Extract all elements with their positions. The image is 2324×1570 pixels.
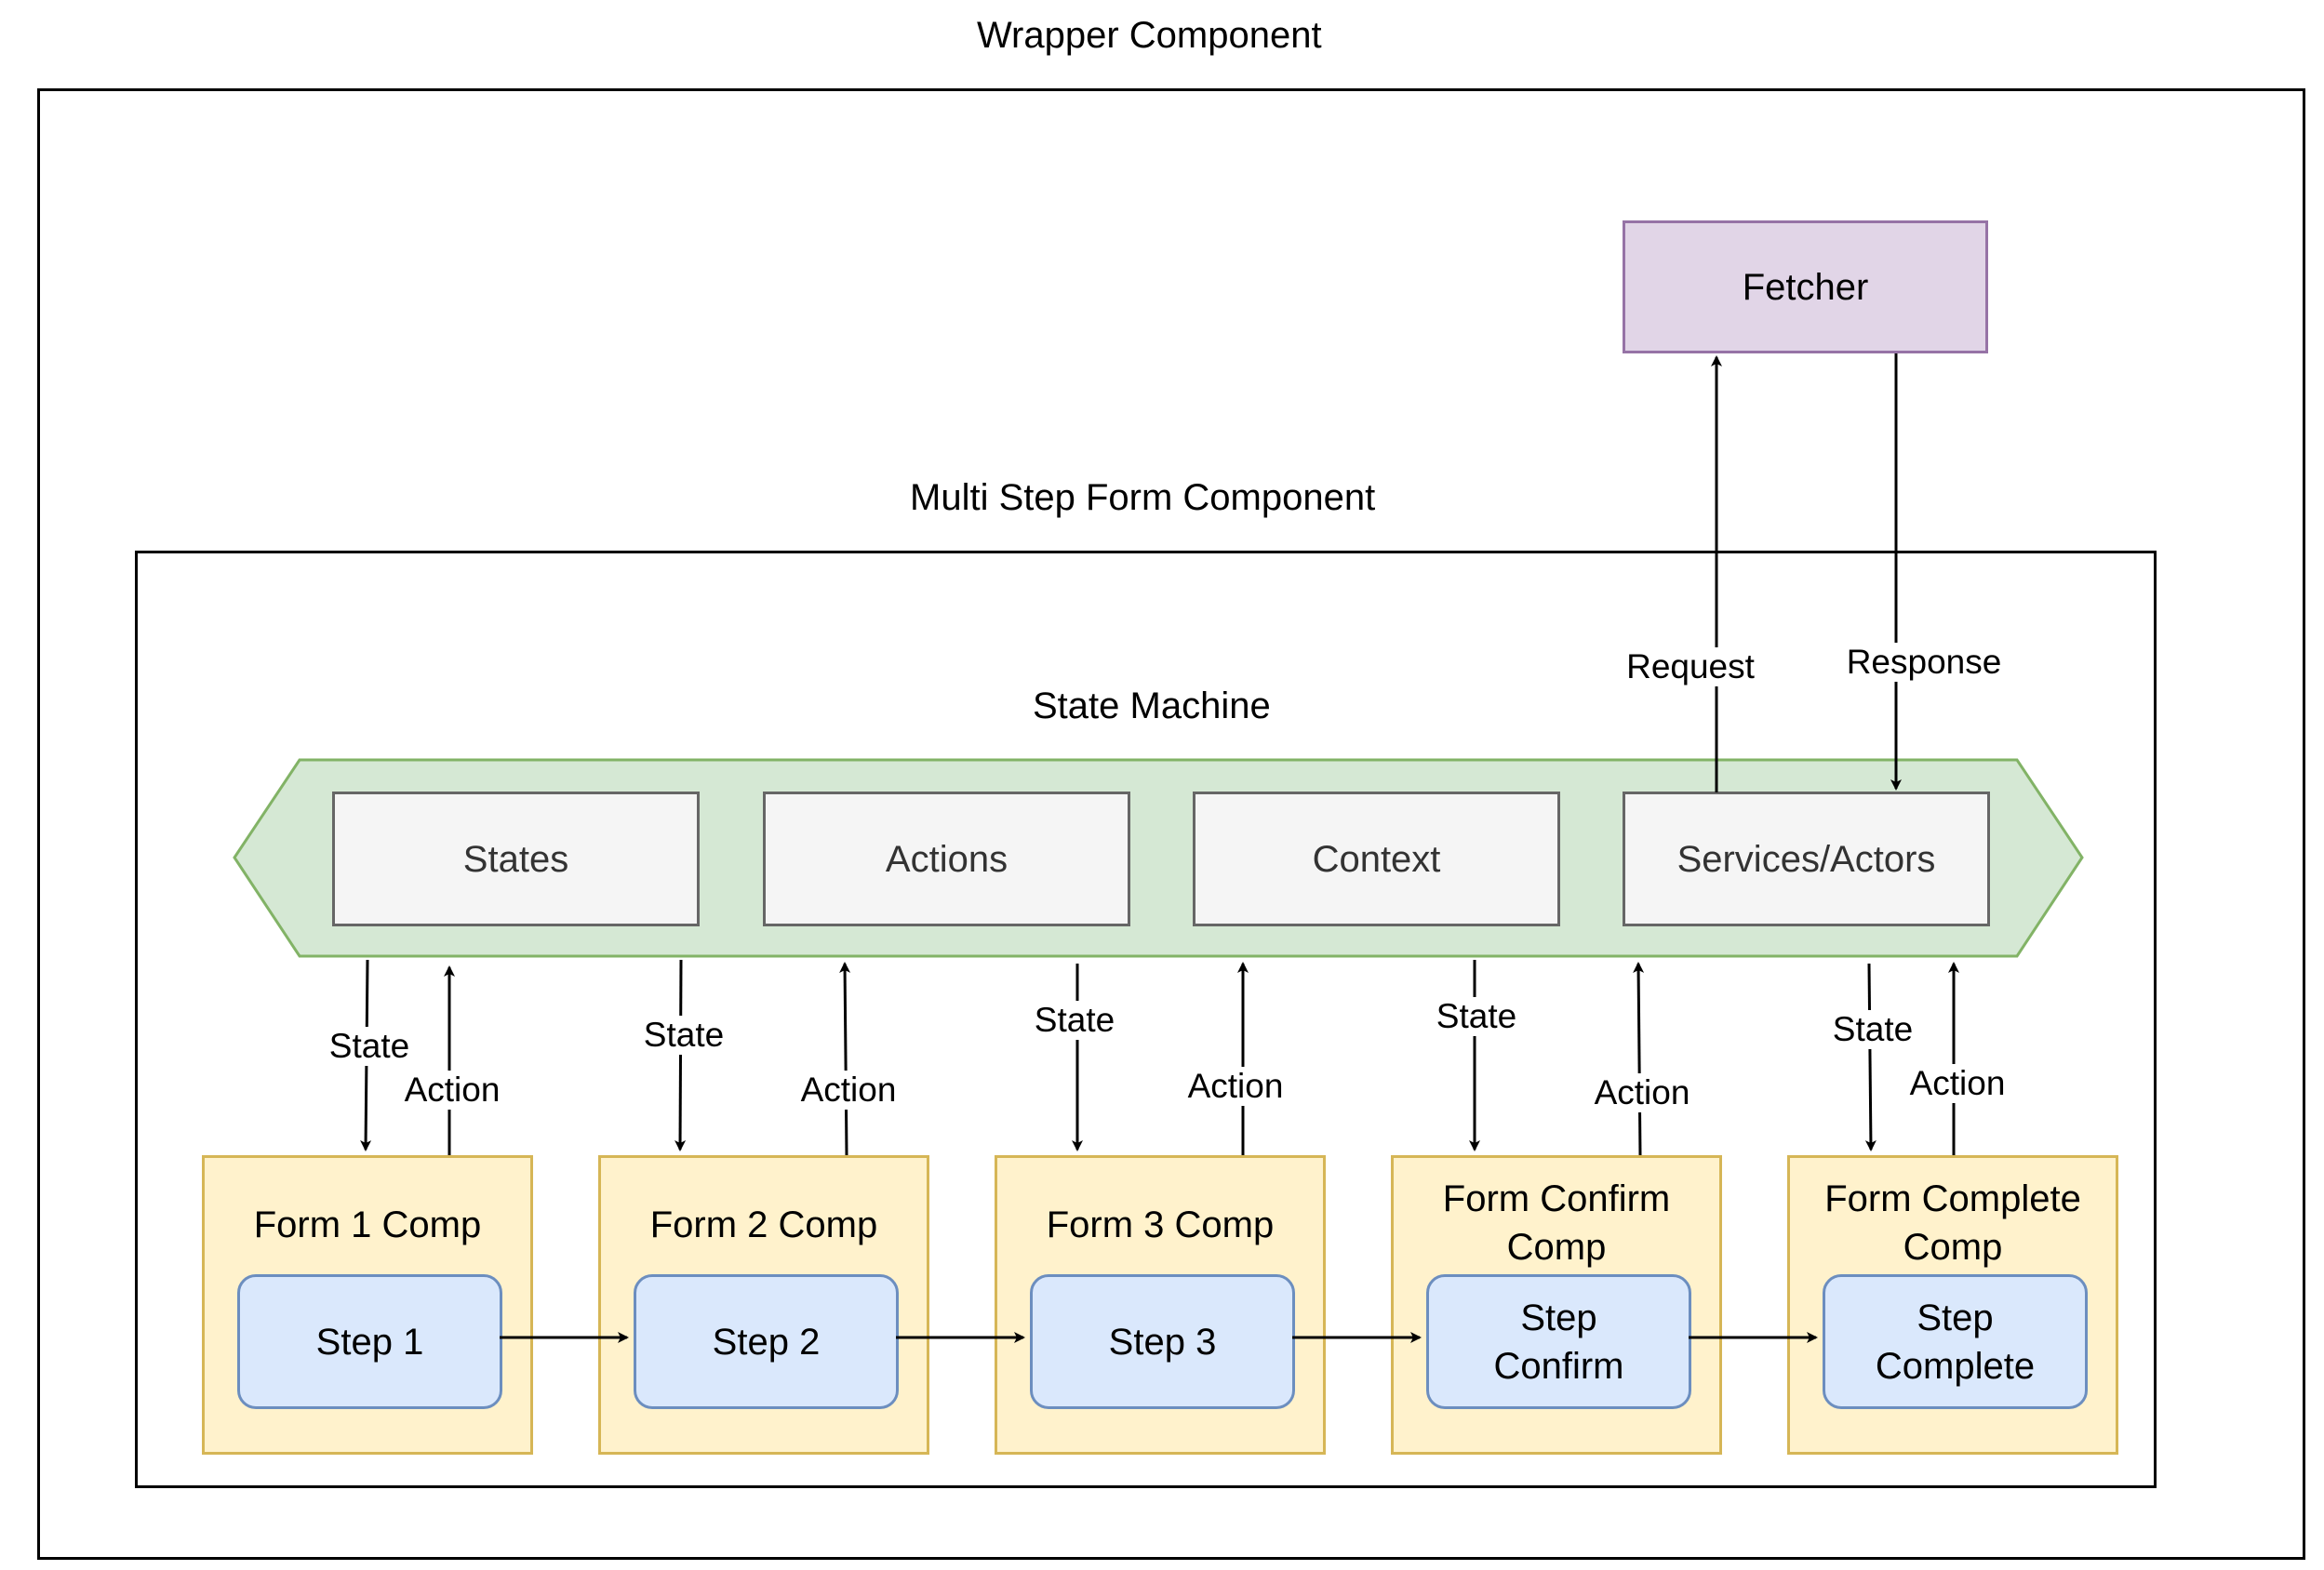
multi-step-form-frame <box>135 551 2157 1488</box>
form-confirm-comp: Form Confirm Comp Step Confirm <box>1391 1155 1722 1455</box>
step-complete: Step Complete <box>1823 1274 2088 1409</box>
wrapper-title: Wrapper Component <box>977 15 1322 56</box>
state-label-4: State <box>1432 997 1521 1036</box>
state-machine-services-actors: Services/Actors <box>1623 792 1990 926</box>
state-machine-states: States <box>332 792 700 926</box>
state-label-3: State <box>1030 1001 1119 1040</box>
action-arrow-4 <box>1633 962 1645 1156</box>
step-2: Step 2 <box>634 1274 899 1409</box>
state-arrow-2 <box>674 959 687 1151</box>
form-3-title: Form 3 Comp <box>1046 1204 1275 1245</box>
multi-step-form-title: Multi Step Form Component <box>910 477 1376 518</box>
step-3: Step 3 <box>1030 1274 1295 1409</box>
action-label-4: Action <box>1590 1073 1694 1112</box>
request-label: Request <box>1623 647 1758 686</box>
form-1-comp: Form 1 Comp Step 1 <box>202 1155 533 1455</box>
state-label-2: State <box>639 1016 728 1055</box>
form-3-comp: Form 3 Comp Step 3 <box>995 1155 1326 1455</box>
form-2-title: Form 2 Comp <box>649 1204 878 1245</box>
action-arrow-2 <box>839 962 851 1156</box>
action-label-1: Action <box>400 1071 504 1110</box>
form-2-comp: Form 2 Comp Step 2 <box>598 1155 929 1455</box>
state-label-5: State <box>1828 1010 1917 1049</box>
response-label: Response <box>1842 643 2006 682</box>
step-confirm: Step Confirm <box>1426 1274 1691 1409</box>
form-confirm-title: Form Confirm Comp <box>1442 1178 1671 1268</box>
state-machine-title: State Machine <box>1033 685 1271 726</box>
fetcher-box: Fetcher <box>1623 220 1988 353</box>
form-1-title: Form 1 Comp <box>253 1204 482 1245</box>
action-label-2: Action <box>796 1071 901 1110</box>
state-label-1: State <box>325 1027 414 1066</box>
step-1: Step 1 <box>237 1274 502 1409</box>
action-label-5: Action <box>1905 1064 2010 1103</box>
state-arrow-5 <box>1864 963 1877 1151</box>
state-machine-actions: Actions <box>763 792 1130 926</box>
form-complete-comp: Form Complete Comp Step Complete <box>1787 1155 2118 1455</box>
action-label-3: Action <box>1183 1067 1288 1106</box>
wrapper-frame <box>37 88 2305 1560</box>
form-complete-title: Form Complete Comp <box>1824 1178 2081 1268</box>
state-machine-context: Context <box>1193 792 1560 926</box>
